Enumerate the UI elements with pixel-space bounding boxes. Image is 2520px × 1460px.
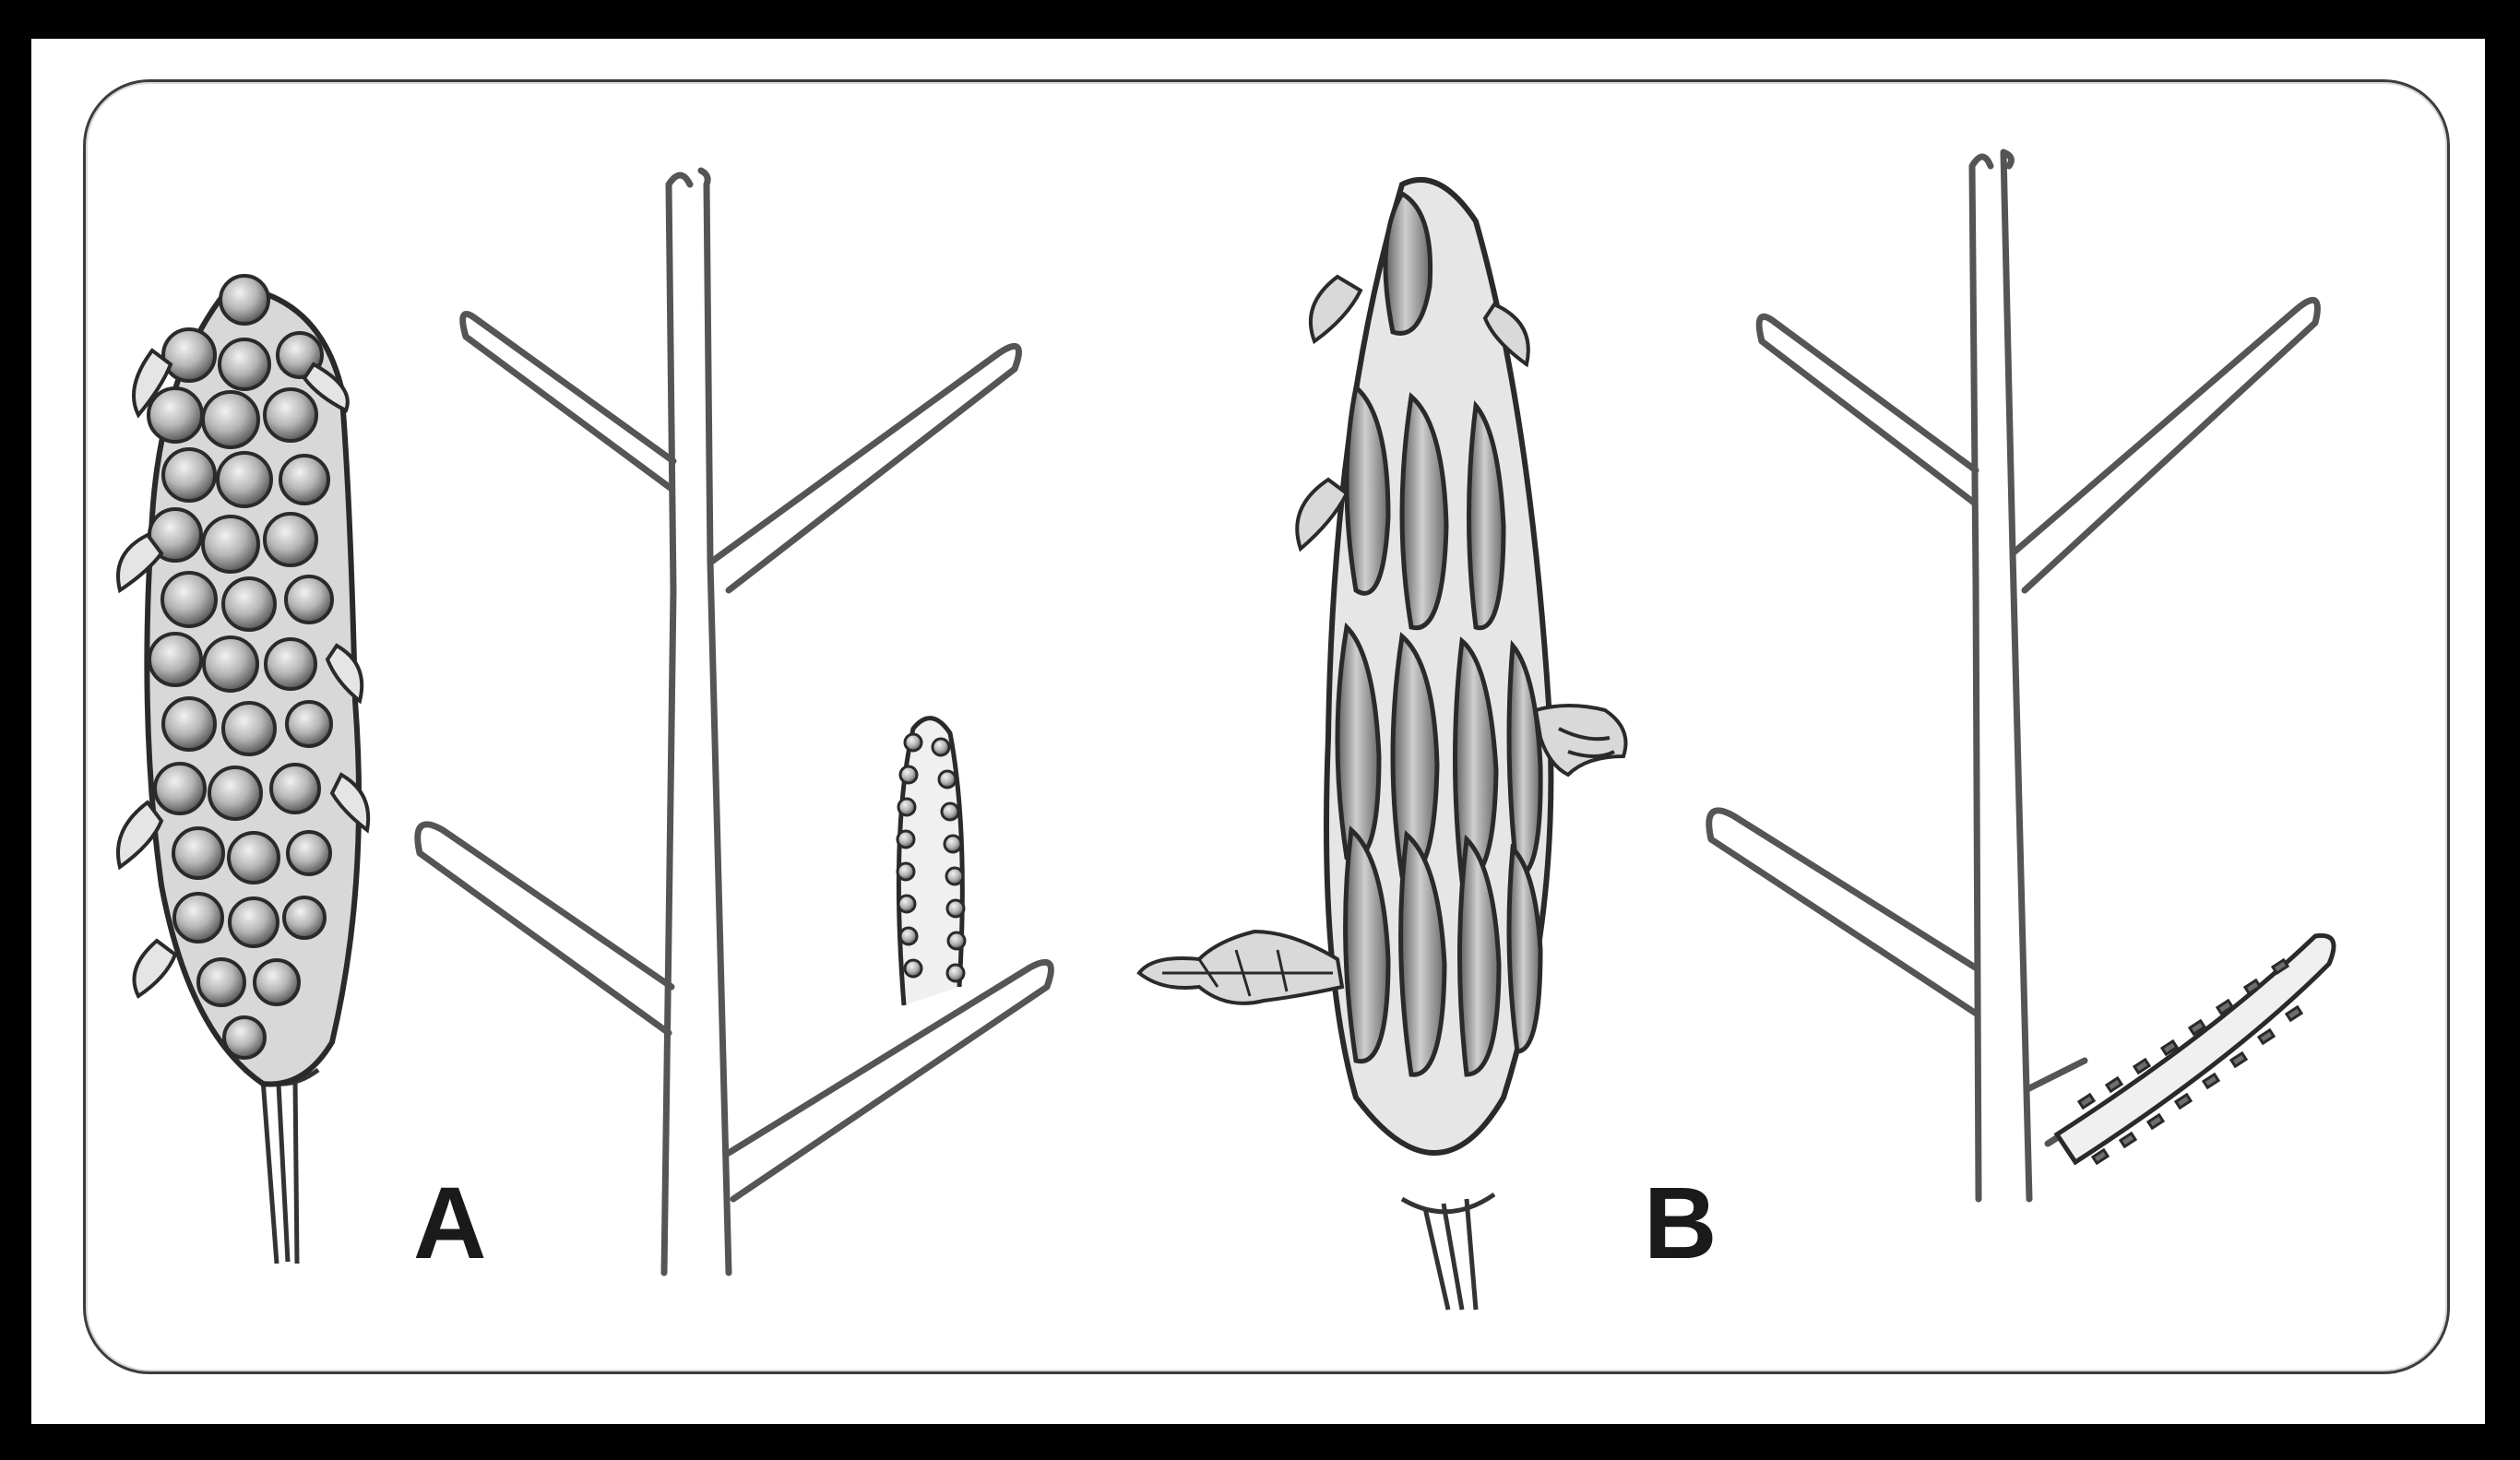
strobilus-a-small [897,718,965,1005]
strobilus-b-small [2057,935,2334,1163]
label-a: A [413,1173,486,1275]
branch-a-drawing [418,171,1052,1273]
strobilus-a-drawing [118,276,368,1264]
strobilus-b-drawing [1139,180,1626,1310]
label-b: B [1644,1173,1717,1275]
